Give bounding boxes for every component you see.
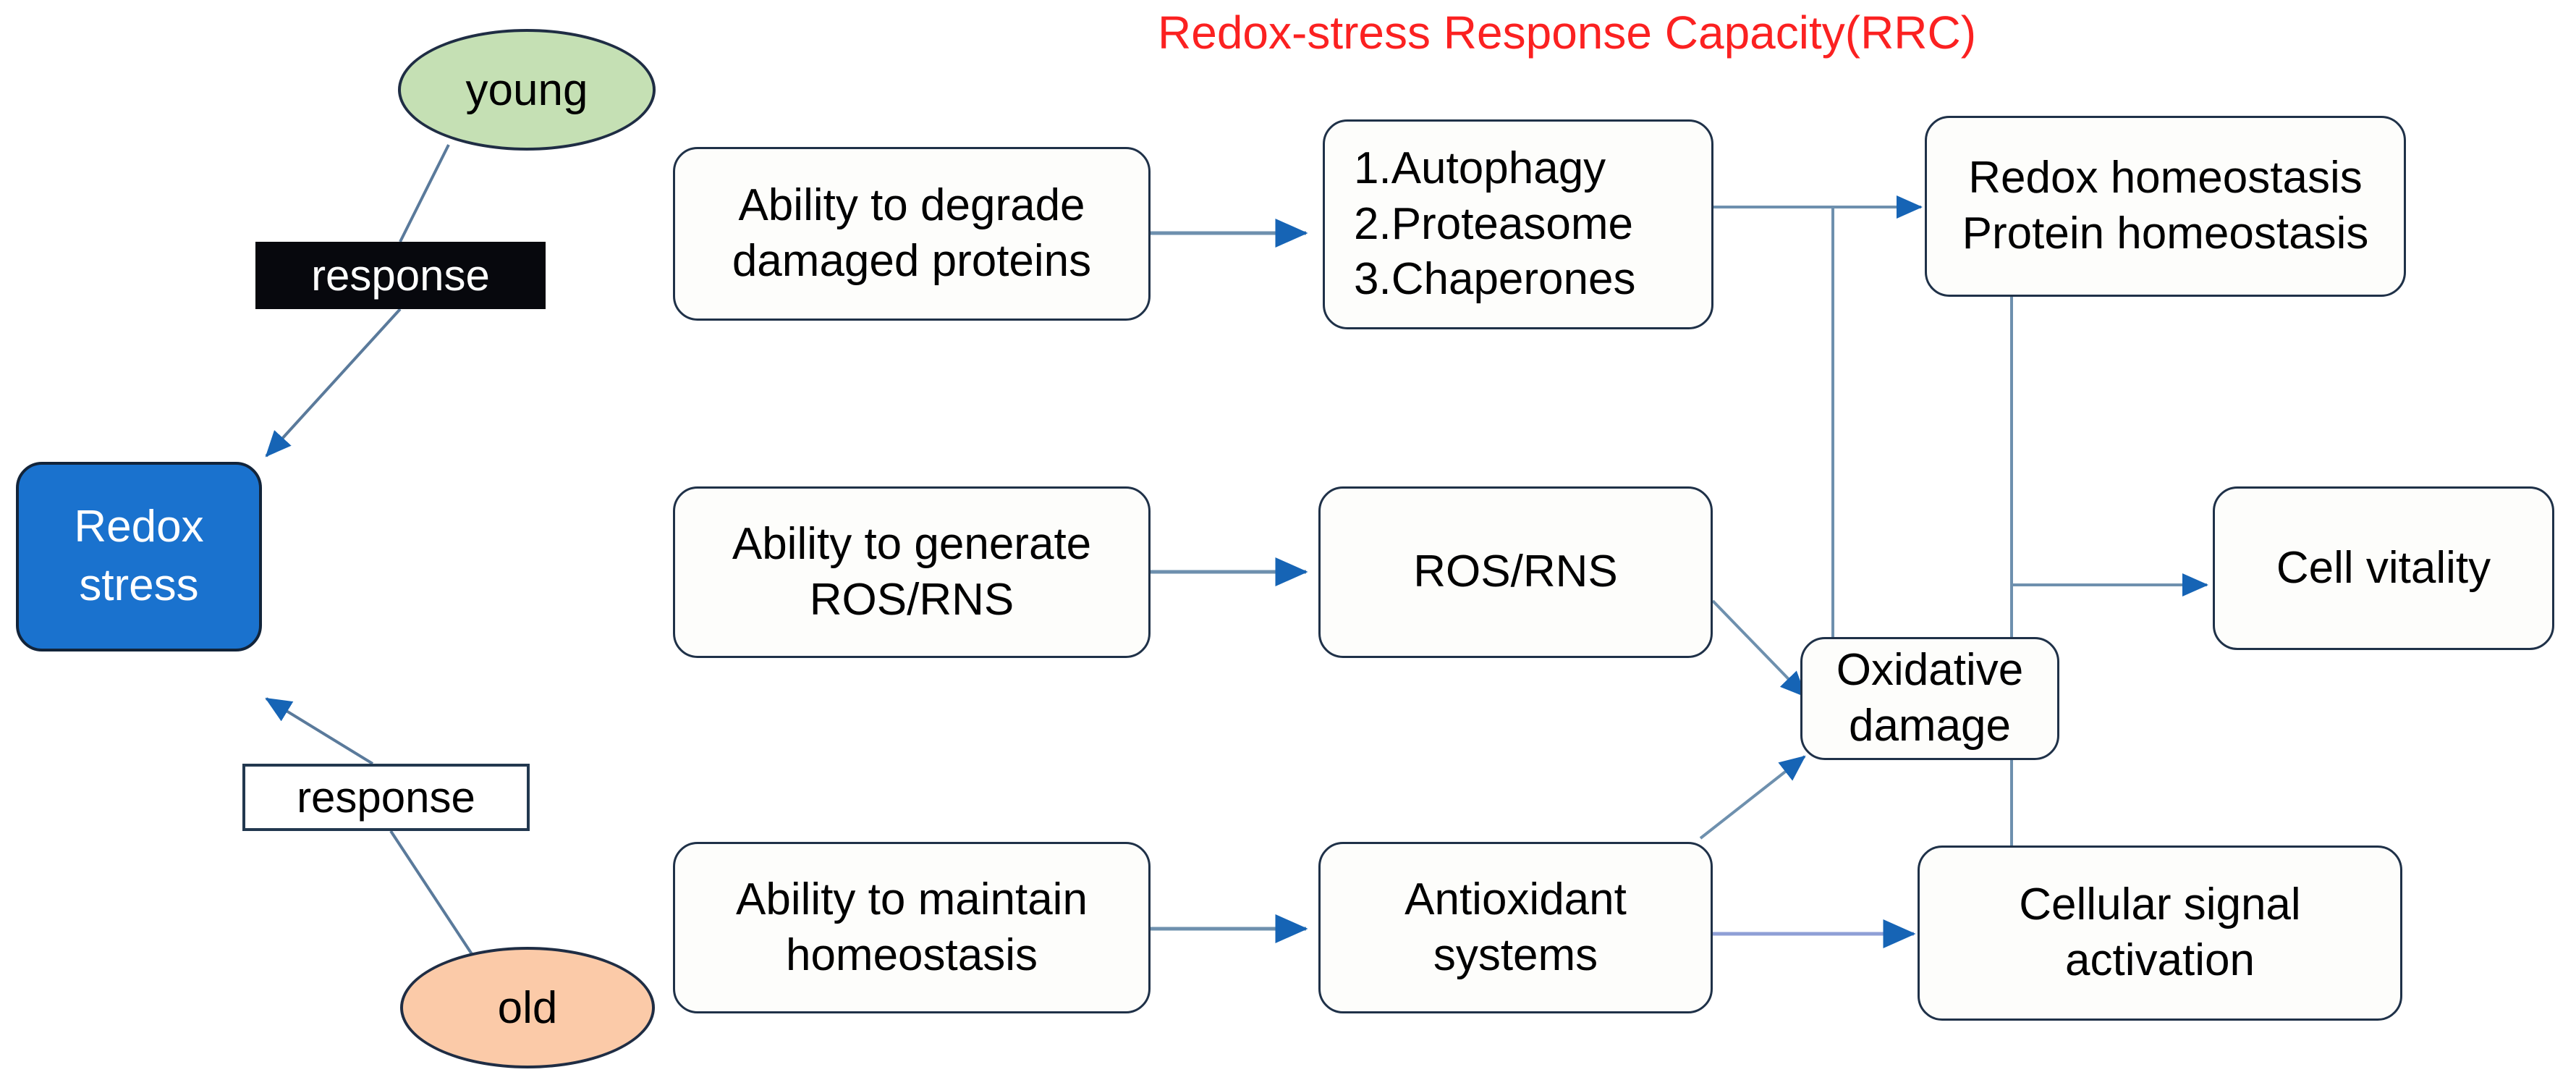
edge-response-light-to-redox-stress: [265, 697, 374, 765]
node-machinery-item-2: 2.Proteasome: [1354, 198, 1633, 249]
node-machinery-item-3: 3.Chaperones: [1354, 254, 1636, 305]
node-antioxidant-line2: systems: [1433, 929, 1598, 980]
edge-old-to-response: [389, 830, 479, 964]
node-antioxidant-systems[interactable]: Antioxidant systems: [1318, 842, 1713, 1013]
node-young-label: young: [465, 64, 588, 115]
node-degradation-machinery[interactable]: 1.Autophagy 2.Proteasome 3.Chaperones: [1323, 119, 1713, 329]
node-signal-line1: Cellular signal: [2019, 880, 2301, 930]
node-antioxidant-line1: Antioxidant: [1404, 874, 1627, 924]
page-title: Redox-stress Response Capacity(RRC): [1158, 7, 1977, 59]
node-oxidative-damage-line1: Oxidative: [1836, 645, 2024, 696]
node-cell-vitality-label: Cell vitality: [2276, 542, 2491, 593]
node-ability-maintain-line1: Ability to maintain: [736, 874, 1088, 924]
node-young[interactable]: young: [398, 29, 656, 151]
node-ability-generate-line2: ROS/RNS: [809, 574, 1014, 625]
node-machinery-item-1: 1.Autophagy: [1354, 143, 1606, 193]
node-ability-degrade[interactable]: Ability to degrade damaged proteins: [673, 147, 1151, 321]
node-homeostasis-line2: Protein homeostasis: [1962, 208, 2369, 258]
node-ability-maintain-line2: homeostasis: [785, 929, 1038, 980]
node-old-label: old: [497, 982, 558, 1033]
node-oxidative-damage-line2: damage: [1848, 701, 2012, 751]
node-homeostasis-line1: Redox homeostasis: [1968, 153, 2363, 203]
edge-label-response-old-text: response: [297, 773, 475, 822]
node-ability-maintain[interactable]: Ability to maintain homeostasis: [673, 842, 1151, 1013]
node-redox-stress[interactable]: Redox stress: [16, 462, 262, 651]
node-redox-stress-line2: stress: [79, 560, 199, 610]
node-signal-line2: activation: [2065, 935, 2255, 985]
node-ros-rns[interactable]: ROS/RNS: [1318, 486, 1713, 658]
edge-young-to-response: [399, 144, 450, 243]
edge-label-response-young[interactable]: response: [255, 242, 546, 309]
node-ros-rns-label: ROS/RNS: [1413, 547, 1618, 597]
node-cell-vitality[interactable]: Cell vitality: [2213, 486, 2554, 650]
node-ability-degrade-line2: damaged proteins: [732, 236, 1092, 286]
node-homeostasis-output[interactable]: Redox homeostasis Protein homeostasis: [1925, 116, 2406, 297]
edge-antioxidant-to-oxidative: [1699, 755, 1806, 840]
node-ability-degrade-line1: Ability to degrade: [738, 180, 1085, 231]
node-cellular-signal-activation[interactable]: Cellular signal activation: [1918, 845, 2402, 1021]
edge-rosrns-to-oxidative: [1711, 599, 1807, 698]
node-old[interactable]: old: [400, 947, 655, 1068]
node-ability-generate-ros[interactable]: Ability to generate ROS/RNS: [673, 486, 1151, 658]
node-redox-stress-line1: Redox: [74, 502, 204, 552]
edge-response-to-redox-stress: [265, 308, 402, 457]
node-oxidative-damage[interactable]: Oxidative damage: [1800, 637, 2059, 760]
node-ability-generate-line1: Ability to generate: [732, 518, 1092, 569]
edge-label-response-old[interactable]: response: [242, 764, 530, 831]
edge-label-response-young-text: response: [311, 251, 490, 300]
